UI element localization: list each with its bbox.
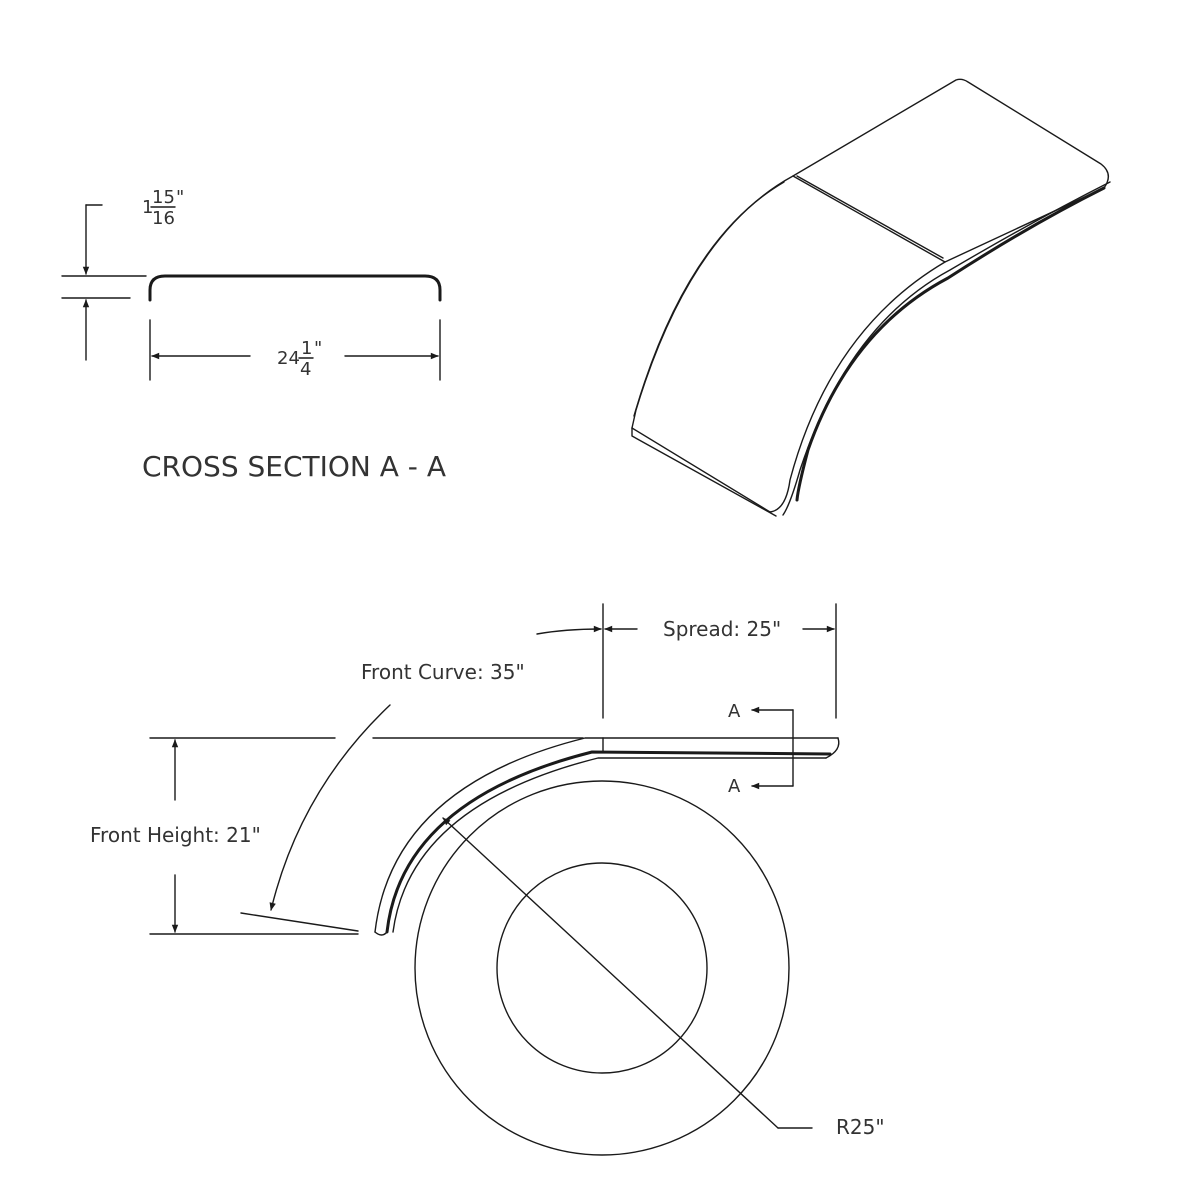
front-height-label: Front Height: 21" xyxy=(90,823,261,847)
tire-outer xyxy=(414,780,790,1156)
front-curve-dimension: Front Curve: 35" xyxy=(240,660,525,932)
cross-section-view: 1 15 16 " 24 1 4 " CROSS SECTION A - A xyxy=(61,187,446,483)
height-whole: 1 xyxy=(142,197,153,218)
section-marker-top: A xyxy=(728,701,741,722)
spread-label: Spread: 25" xyxy=(663,617,781,641)
section-marker-bottom: A xyxy=(728,776,741,797)
isometric-view xyxy=(631,78,1111,517)
front-height-dimension: Front Height: 21" xyxy=(90,737,584,935)
height-dimension: 1 15 16 " xyxy=(61,187,184,361)
width-whole: 24 xyxy=(277,348,300,369)
height-denominator: 16 xyxy=(152,208,175,229)
height-unit: " xyxy=(176,187,184,208)
width-unit: " xyxy=(314,338,322,359)
width-numerator: 1 xyxy=(301,338,312,359)
radius-label: R25" xyxy=(836,1115,885,1139)
front-curve-label: Front Curve: 35" xyxy=(361,660,525,684)
fender-profile xyxy=(374,737,840,936)
cross-section-title: CROSS SECTION A - A xyxy=(142,450,446,483)
width-denominator: 4 xyxy=(300,359,311,380)
spread-dimension: Spread: 25" xyxy=(536,603,837,719)
height-numerator: 15 xyxy=(152,187,175,208)
side-view: Spread: 25" Front Curve: 35" Front Heigh… xyxy=(90,603,885,1156)
cross-section-profile xyxy=(148,274,442,302)
section-markers: A A xyxy=(728,701,794,797)
wheel-rim xyxy=(496,862,708,1074)
radius-dimension: R25" xyxy=(442,817,885,1139)
width-dimension: 24 1 4 " xyxy=(149,319,441,381)
